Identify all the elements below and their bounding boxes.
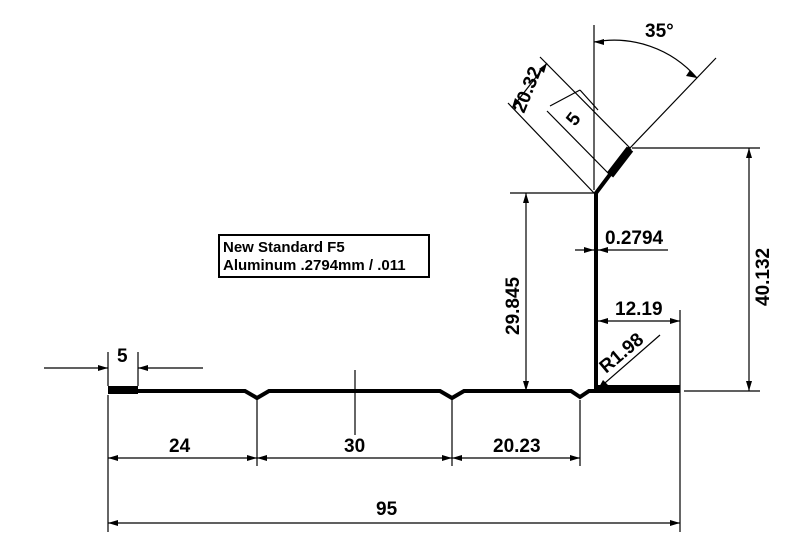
profile-outline bbox=[108, 146, 632, 401]
dim-segment-2: 30 bbox=[344, 436, 365, 457]
part-profile bbox=[108, 146, 680, 401]
dimension-overall-width: 95 bbox=[107, 310, 681, 532]
top-hem-segment bbox=[606, 146, 634, 178]
dim-total-height: 40.132 bbox=[753, 248, 774, 306]
dim-angle: 35° bbox=[645, 21, 674, 42]
dim-radius: R1.98 bbox=[596, 329, 648, 378]
dim-thickness: 0.2794 bbox=[605, 228, 664, 249]
dimension-bottom-flange: 12.19 bbox=[598, 299, 680, 324]
dim-angled-hem: 5 bbox=[562, 108, 585, 130]
title-line-1: New Standard F5 bbox=[223, 239, 345, 256]
dimension-thickness: 0.2794 bbox=[575, 228, 668, 253]
dim-segment-3: 20.23 bbox=[493, 436, 541, 457]
dim-segment-1: 24 bbox=[169, 436, 191, 457]
dimension-segments: 24 30 20.23 bbox=[108, 370, 581, 466]
dimension-height-to-bend: 29.845 bbox=[503, 192, 594, 391]
dim-left-hem: 5 bbox=[117, 346, 128, 367]
title-line-2: Aluminum .2794mm / .011 bbox=[223, 257, 406, 274]
dim-height-to-bend: 29.845 bbox=[503, 276, 524, 335]
title-block: New Standard F5 Aluminum .2794mm / .011 bbox=[218, 234, 430, 278]
dim-overall-width: 95 bbox=[376, 499, 398, 520]
dimension-angle: 35° bbox=[593, 21, 717, 190]
dimension-radius: R1.98 bbox=[596, 329, 661, 390]
dimension-total-height: 40.132 bbox=[632, 147, 774, 392]
dimension-left-hem: 5 bbox=[44, 346, 203, 386]
dim-bottom-flange: 12.19 bbox=[615, 299, 663, 320]
dim-angled-leg: 20.32 bbox=[509, 64, 546, 116]
